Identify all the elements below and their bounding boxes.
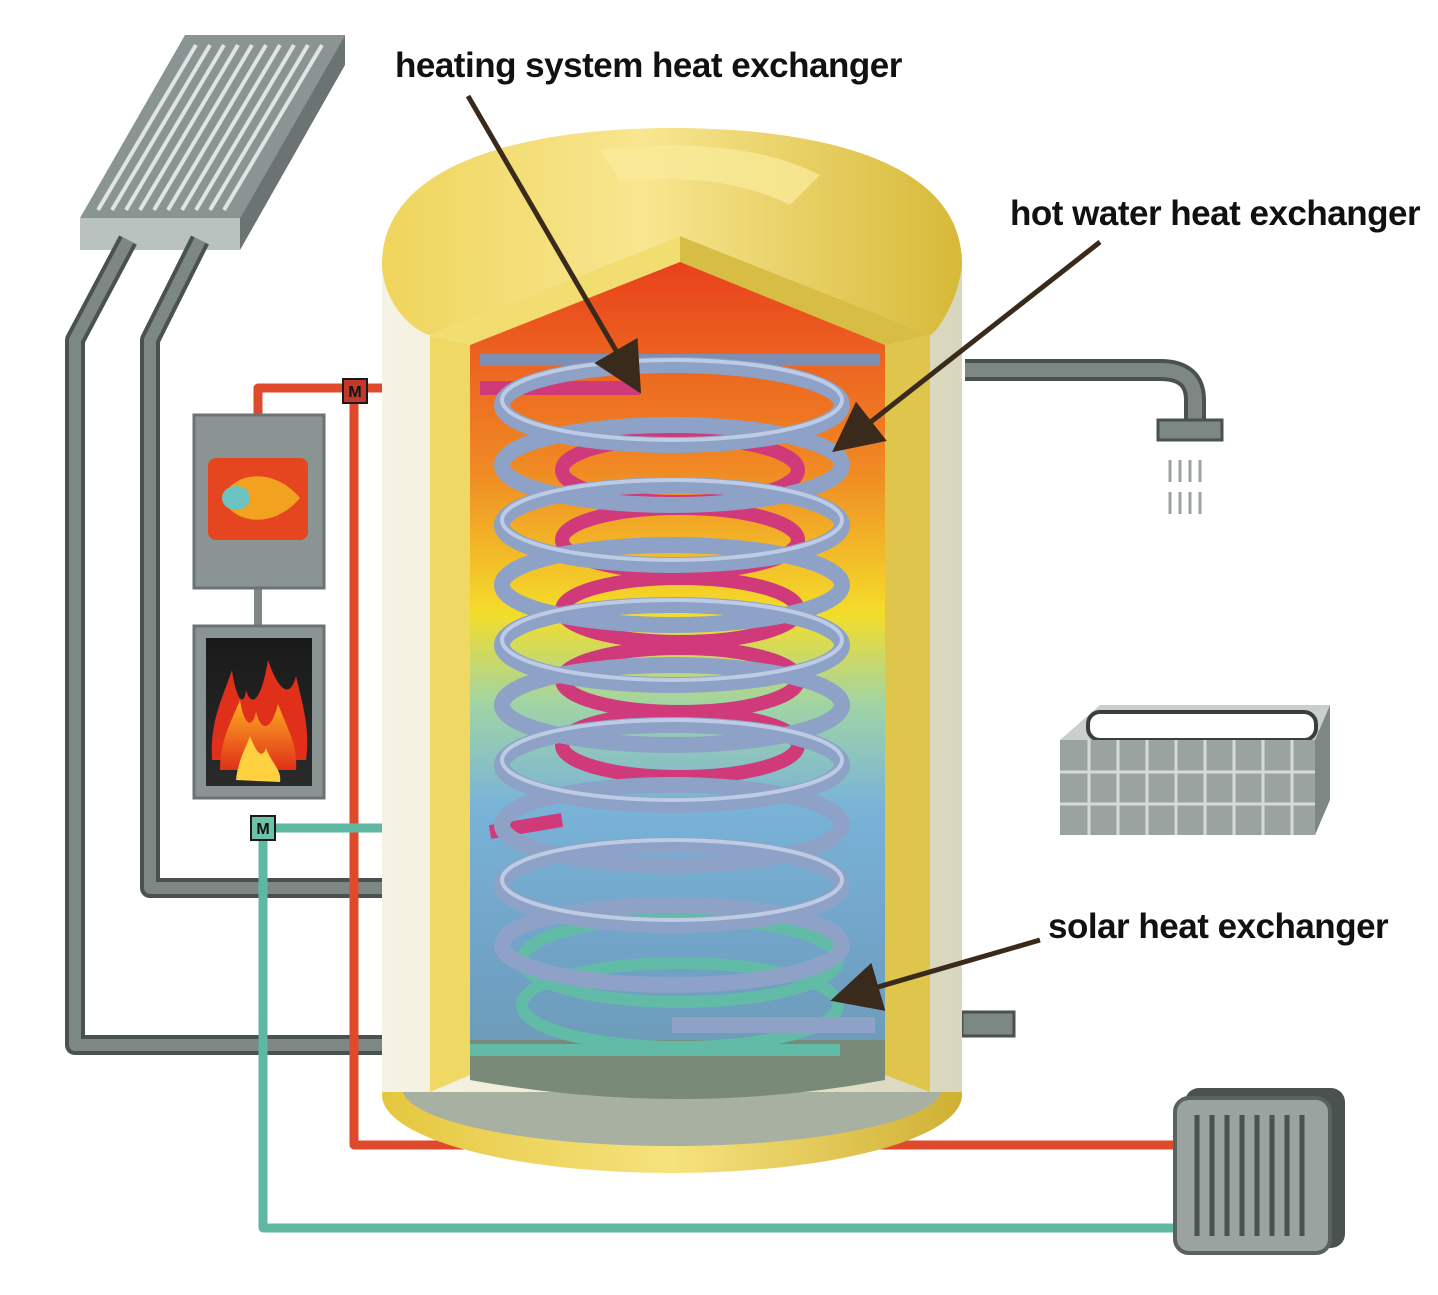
heating-system-heat-exchanger-label: heating system heat exchanger <box>395 46 903 85</box>
bathtub-icon <box>1060 705 1330 835</box>
coil-highlights <box>500 358 844 922</box>
burner-icon <box>208 458 308 540</box>
solar-arrow <box>830 937 1041 1011</box>
flame-icon <box>206 638 312 786</box>
radiator-icon <box>1173 1088 1345 1255</box>
hot-water-arrow <box>832 240 1102 453</box>
heating-system-arrow <box>465 94 642 394</box>
solar-collector-icon <box>80 35 345 250</box>
boiler-unit <box>192 413 326 800</box>
upper-valve-label: M <box>348 384 361 401</box>
cold-water-inlet <box>960 1010 1016 1038</box>
solar-circuit-pipes <box>258 823 1185 1233</box>
hot-water-heat-exchanger-label: hot water heat exchanger <box>1010 194 1421 233</box>
hot-water-outlet <box>965 359 1206 420</box>
motorized-valve-icon: M <box>342 378 368 404</box>
motorized-valve-icon: M <box>250 815 276 841</box>
lower-valve-label: M <box>256 821 269 838</box>
callout-arrows <box>465 94 1102 1011</box>
solar-heat-exchanger-label: solar heat exchanger <box>1048 907 1389 946</box>
shower-head-icon <box>1156 418 1224 514</box>
